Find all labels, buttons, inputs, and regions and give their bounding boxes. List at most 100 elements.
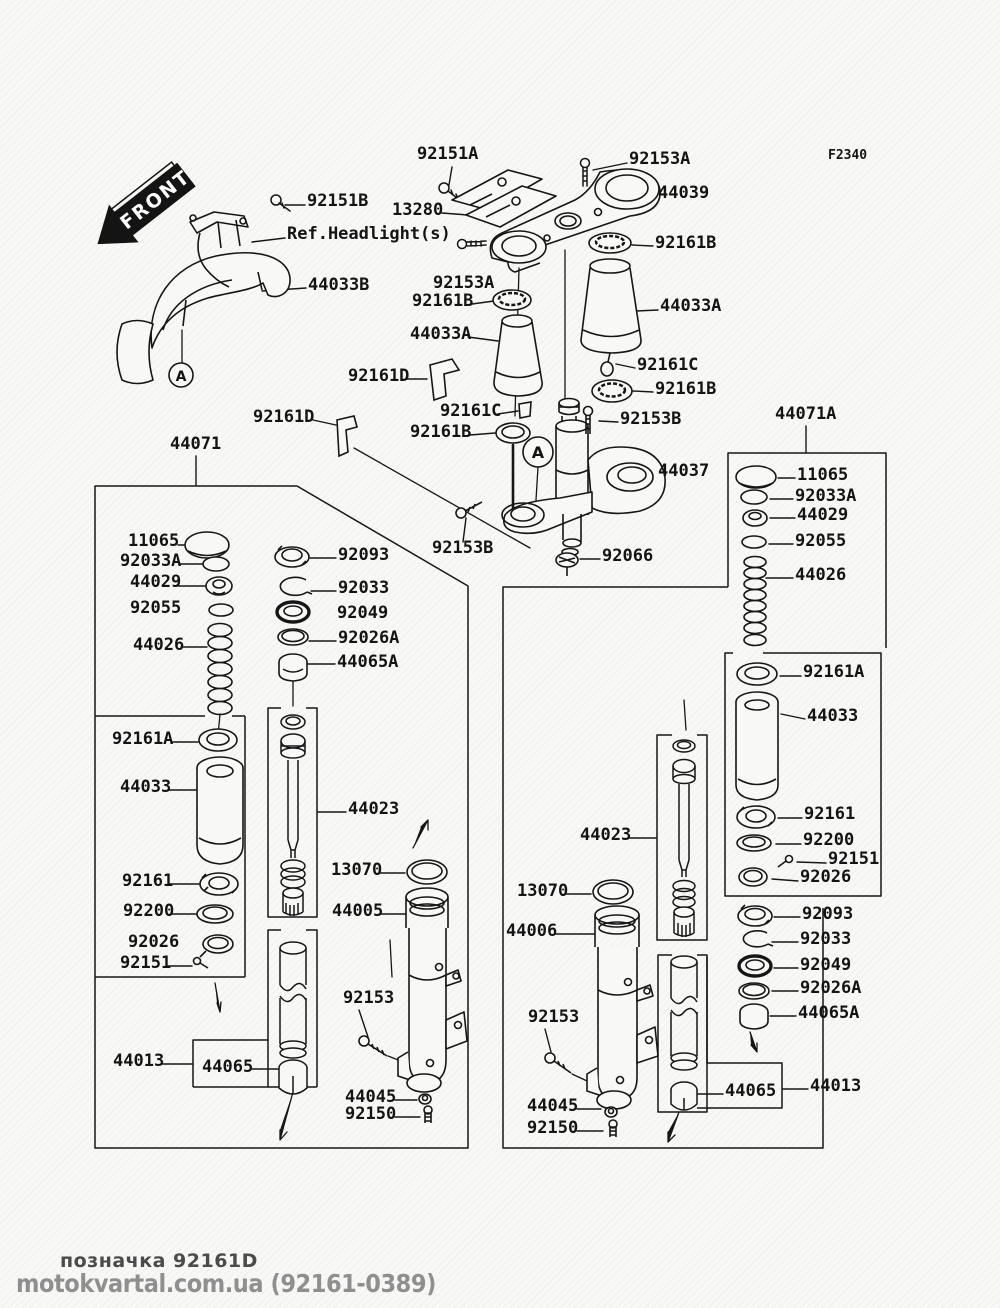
watermark-site: motokvartal.com.ua (92161-0389) <box>16 1269 436 1298</box>
part-label-44065: 44065 <box>202 1057 254 1077</box>
part-label-92161: 92161 <box>804 804 856 824</box>
part-label-92200: 92200 <box>803 830 855 850</box>
right-top-stack-drawing <box>580 232 642 403</box>
part-label-44033B: 44033B <box>308 275 370 295</box>
handlebar-holder-13280-drawing <box>451 169 557 228</box>
leader-line-92161B <box>469 432 496 436</box>
headlight-bracket-drawing <box>189 211 249 288</box>
part-label-44013: 44013 <box>113 1051 165 1071</box>
part-label-92033: 92033 <box>800 929 852 949</box>
leader-line-44033A <box>467 336 499 342</box>
part-label-44013: 44013 <box>810 1076 862 1096</box>
leader-line-92153B <box>462 517 467 543</box>
part-label-92200: 92200 <box>123 901 175 921</box>
callout-circles: A A <box>168 362 554 468</box>
leader-line-Ref.Headlight(s) <box>251 237 286 243</box>
part-label-92161A: 92161A <box>803 662 865 682</box>
part-label-13280: 13280 <box>392 200 444 220</box>
leader-line-92153B <box>598 420 619 423</box>
group-assembly-boxes <box>94 452 887 1149</box>
part-label-92093: 92093 <box>802 904 854 924</box>
part-label-44023: 44023 <box>580 825 632 845</box>
part-label-92049: 92049 <box>337 603 389 623</box>
part-label-92153A: 92153A <box>433 273 495 293</box>
part-label-44029: 44029 <box>130 572 182 592</box>
part-label-92055: 92055 <box>130 598 182 618</box>
part-label-92151: 92151 <box>120 953 172 973</box>
part-label-92033: 92033 <box>338 578 390 598</box>
part-label-11065: 11065 <box>797 465 849 485</box>
part-label-92066: 92066 <box>602 546 654 566</box>
part-label-11065: 11065 <box>128 531 180 551</box>
front-fender-drawing <box>116 252 291 385</box>
watermark-note: позначка 92161D <box>60 1250 258 1272</box>
part-label-92026: 92026 <box>128 932 180 952</box>
leader-line-92161D <box>312 419 337 426</box>
leader-line-44033 <box>780 713 806 720</box>
part-label-92026A: 92026A <box>800 978 862 998</box>
figure-code: F2340 <box>828 148 868 163</box>
top-screws-drawing <box>270 157 591 250</box>
upper-triple-clamp-44039-drawing <box>489 168 661 273</box>
part-label-92161A: 92161A <box>112 729 174 749</box>
part-label-44033: 44033 <box>807 706 859 726</box>
part-label-44071: 44071 <box>170 434 222 454</box>
left-bushing-stack-drawing <box>278 941 308 1095</box>
part-label-92026A: 92026A <box>338 628 400 648</box>
leader-line-92153 <box>358 1009 369 1038</box>
part-label-92151B: 92151B <box>307 191 369 211</box>
part-label-44045: 44045 <box>527 1096 579 1116</box>
leader-line-92151A <box>448 166 453 186</box>
part-label-44029: 44029 <box>797 505 849 525</box>
part-label-92033A: 92033A <box>795 486 857 506</box>
part-label-44039: 44039 <box>658 183 710 203</box>
leader-line-92161B <box>471 300 495 305</box>
part-label-92153B: 92153B <box>432 538 494 558</box>
part-label-92161C: 92161C <box>440 401 502 421</box>
part-label-13070: 13070 <box>331 860 383 880</box>
part-label-44033: 44033 <box>120 777 172 797</box>
part-label-92161B: 92161B <box>410 422 472 442</box>
part-label-92153: 92153 <box>528 1007 580 1027</box>
part-label-13070: 13070 <box>517 881 569 901</box>
left-fork-tube-44005-drawing <box>358 859 468 1123</box>
leader-line-92161B <box>632 390 654 393</box>
part-label-44065: 44065 <box>725 1081 777 1101</box>
part-label-92055: 92055 <box>795 531 847 551</box>
leader-line-92153 <box>544 1028 552 1053</box>
part-label-44065A: 44065A <box>337 652 399 672</box>
center-column-parts-drawing <box>274 545 313 682</box>
leader-line-13280 <box>441 212 469 216</box>
part-label-44045: 44045 <box>345 1087 397 1107</box>
part-label-44023: 44023 <box>348 799 400 819</box>
left-column-parts-drawing <box>184 531 244 969</box>
left-damper-rod-drawing <box>280 714 306 916</box>
part-label-92153A: 92153A <box>629 149 691 169</box>
part-label-92033A: 92033A <box>120 551 182 571</box>
part-label-92161C: 92161C <box>637 355 699 375</box>
right-fork-tube-44006-drawing <box>544 879 659 1137</box>
leader-line-92161C <box>615 363 636 369</box>
part-label-92026: 92026 <box>800 867 852 887</box>
part-label-92161B: 92161B <box>655 233 717 253</box>
leader-lines <box>162 162 827 1132</box>
part-label-92151: 92151 <box>828 849 880 869</box>
leader-line-44033A <box>635 309 659 312</box>
part-label-92049: 92049 <box>800 955 852 975</box>
right-damper-rod-drawing <box>670 739 698 1111</box>
leader-line-92026 <box>771 878 799 882</box>
leader-line-92153A <box>592 162 628 171</box>
part-label-92150: 92150 <box>527 1118 579 1138</box>
part-label-44033A: 44033A <box>660 296 722 316</box>
part-label-92150: 92150 <box>345 1104 397 1124</box>
part-label-Ref.Headlight(s): Ref.Headlight(s) <box>287 224 451 244</box>
part-label-44005: 44005 <box>332 901 384 921</box>
callout-a-center: A <box>532 443 545 462</box>
steering-stem-44037-drawing <box>455 397 666 576</box>
part-label-92161D: 92161D <box>348 366 410 386</box>
part-label-92151A: 92151A <box>417 144 479 164</box>
right-column-parts-drawing <box>735 465 794 1030</box>
